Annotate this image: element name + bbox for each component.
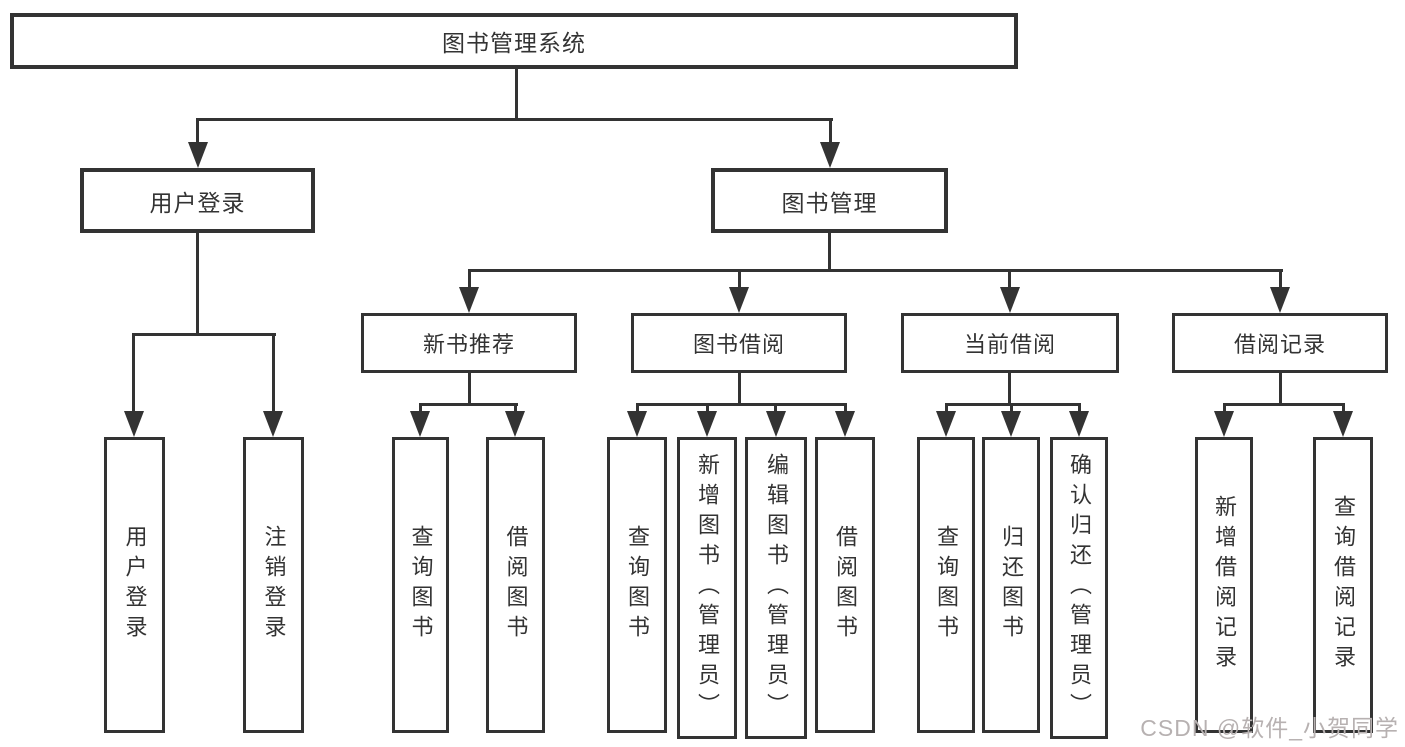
arrow-down-icon — [729, 287, 749, 313]
leaf-query-books-borrowing: 查询图书 — [607, 437, 667, 733]
arrow-down-icon — [124, 411, 144, 437]
connector-line — [1279, 373, 1282, 405]
node-new-book-recommend: 新书推荐 — [361, 313, 577, 373]
leaf-query-books-current: 查询图书 — [917, 437, 975, 733]
connector-line — [196, 118, 833, 121]
leaf-query-borrow-record: 查询借阅记录 — [1313, 437, 1373, 733]
connector-line — [196, 233, 199, 335]
leaf-return-books: 归还图书 — [982, 437, 1040, 733]
node-label: 图书管理系统 — [442, 30, 586, 56]
node-label: 查询图书 — [625, 525, 650, 645]
node-label: 查询图书 — [934, 525, 959, 645]
connector-line — [515, 69, 518, 118]
arrow-down-icon — [1069, 411, 1089, 437]
connector-line — [945, 403, 948, 413]
arrow-down-icon — [188, 142, 208, 168]
connector-line — [419, 403, 518, 406]
connector-line — [468, 373, 471, 405]
connector-line — [774, 403, 777, 413]
connector-line — [844, 403, 847, 413]
node-label: 确认归还（管理员） — [1067, 453, 1092, 723]
connector-line — [132, 333, 276, 336]
node-borrowing-records: 借阅记录 — [1172, 313, 1388, 373]
connector-line — [828, 233, 831, 271]
connector-line — [829, 118, 832, 144]
node-label: 当前借阅 — [963, 332, 1056, 357]
arrow-down-icon — [766, 411, 786, 437]
arrow-down-icon — [263, 411, 283, 437]
node-label: 新增借阅记录 — [1212, 495, 1237, 675]
node-label: 图书借阅 — [692, 332, 785, 357]
connector-line — [1279, 269, 1282, 289]
node-label: 查询图书 — [408, 525, 434, 645]
node-label: 借阅记录 — [1233, 332, 1326, 357]
connector-line — [196, 118, 199, 144]
arrow-down-icon — [697, 411, 717, 437]
arrow-down-icon — [505, 411, 525, 437]
connector-line — [468, 269, 1283, 272]
leaf-user-login: 用户登录 — [104, 437, 165, 733]
connector-line — [945, 403, 1081, 406]
connector-line — [706, 403, 709, 413]
node-label: 用户登录 — [122, 525, 148, 645]
node-label: 借阅图书 — [833, 525, 858, 645]
arrow-down-icon — [627, 411, 647, 437]
connector-line — [1223, 403, 1226, 413]
arrow-down-icon — [835, 411, 855, 437]
connector-line — [1008, 373, 1011, 405]
arrow-down-icon — [1214, 411, 1234, 437]
connector-line — [1008, 269, 1011, 289]
node-current-borrowing: 当前借阅 — [901, 313, 1119, 373]
leaf-query-books-recommend: 查询图书 — [392, 437, 449, 733]
connector-line — [636, 403, 639, 413]
connector-line — [636, 403, 847, 406]
node-label: 查询借阅记录 — [1331, 495, 1356, 675]
arrow-down-icon — [1000, 287, 1020, 313]
node-label: 借阅图书 — [503, 525, 529, 645]
node-book-management: 图书管理 — [711, 168, 948, 233]
node-label: 编辑图书（管理员） — [764, 453, 789, 723]
leaf-borrow-books-recommend: 借阅图书 — [486, 437, 545, 733]
node-book-borrowing: 图书借阅 — [631, 313, 847, 373]
connector-line — [1342, 403, 1345, 413]
node-label: 用户登录 — [149, 189, 246, 216]
leaf-logout: 注销登录 — [243, 437, 304, 733]
leaf-confirm-return-admin: 确认归还（管理员） — [1050, 437, 1108, 739]
connector-line — [1223, 403, 1345, 406]
arrow-down-icon — [459, 287, 479, 313]
node-user-login: 用户登录 — [80, 168, 315, 233]
node-root-system: 图书管理系统 — [10, 13, 1018, 69]
leaf-add-books-admin: 新增图书（管理员） — [677, 437, 737, 739]
leaf-add-borrow-record: 新增借阅记录 — [1195, 437, 1253, 733]
node-label: 图书管理 — [781, 189, 878, 216]
leaf-borrow-books: 借阅图书 — [815, 437, 875, 733]
node-label: 新增图书（管理员） — [695, 453, 720, 723]
connector-line — [738, 373, 741, 405]
connector-line — [738, 269, 741, 289]
connector-line — [1078, 403, 1081, 413]
connector-line — [132, 333, 135, 411]
connector-line — [1010, 403, 1013, 413]
arrow-down-icon — [820, 142, 840, 168]
connector-line — [272, 333, 275, 411]
arrow-down-icon — [936, 411, 956, 437]
arrow-down-icon — [1001, 411, 1021, 437]
connector-line — [468, 269, 471, 289]
arrow-down-icon — [410, 411, 430, 437]
watermark: CSDN @软件_小贺同学 — [1140, 715, 1399, 741]
connector-line — [514, 403, 517, 413]
leaf-edit-books-admin: 编辑图书（管理员） — [745, 437, 807, 739]
arrow-down-icon — [1270, 287, 1290, 313]
arrow-down-icon — [1333, 411, 1353, 437]
node-label: 注销登录 — [261, 525, 287, 645]
node-label: 新书推荐 — [422, 332, 515, 357]
node-label: 归还图书 — [999, 525, 1024, 645]
connector-line — [419, 403, 422, 413]
